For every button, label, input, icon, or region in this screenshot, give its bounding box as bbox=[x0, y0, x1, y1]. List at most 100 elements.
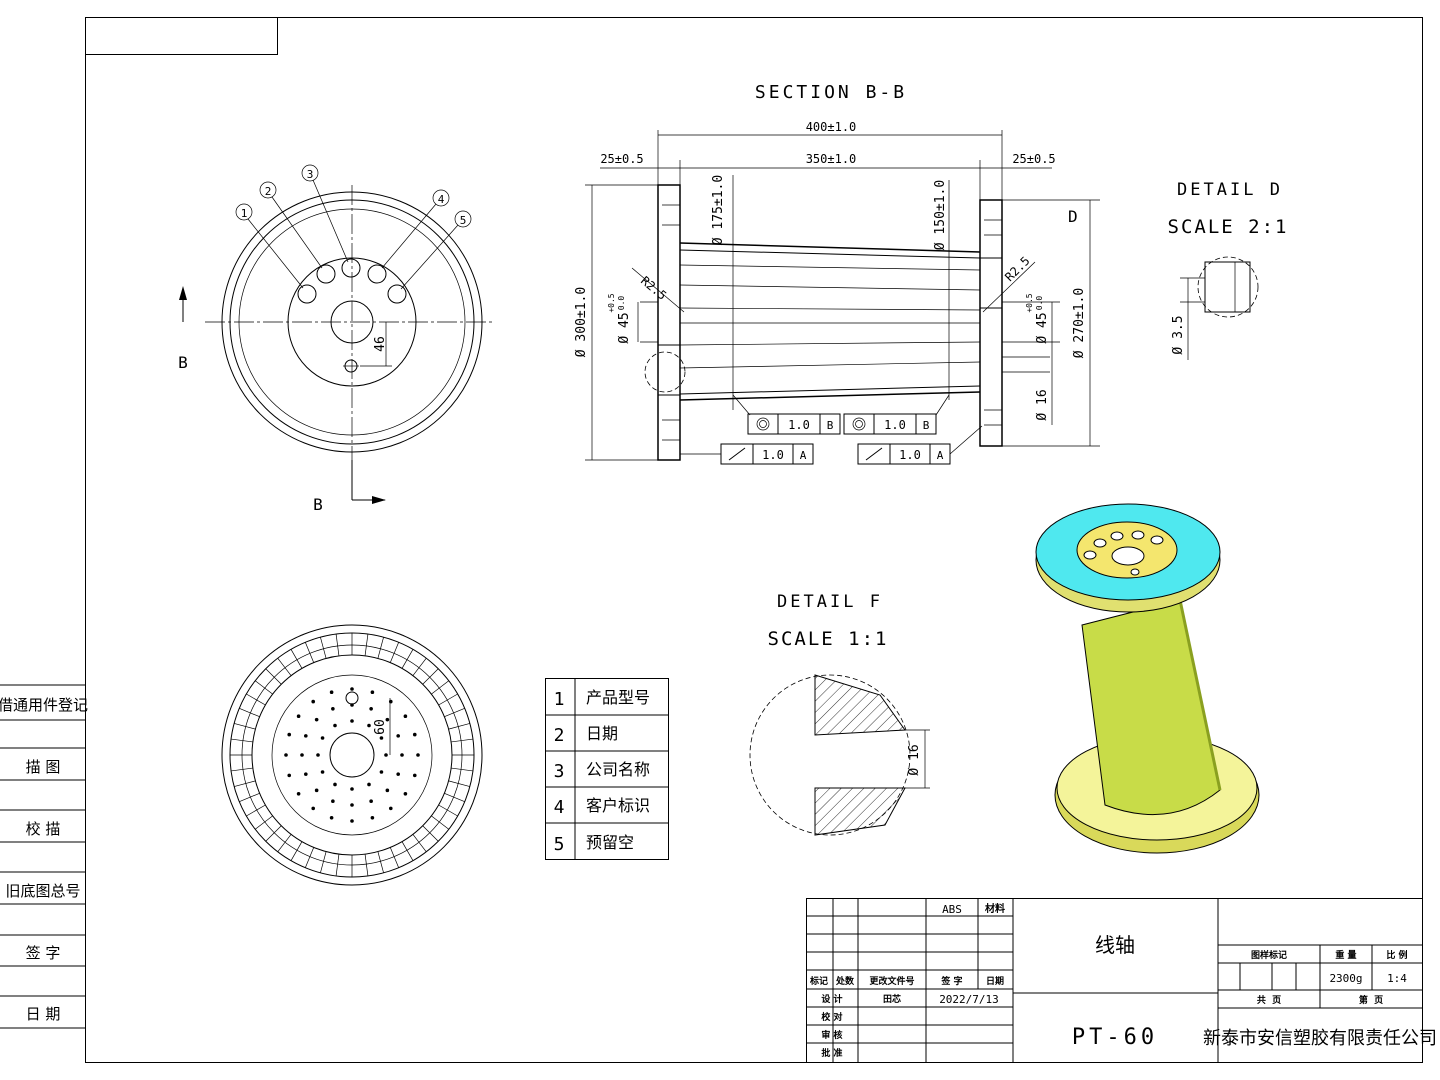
rib bbox=[448, 780, 470, 787]
front-dim-46: 46 bbox=[373, 336, 388, 352]
check-label: 校 对 bbox=[821, 1011, 842, 1023]
header-sign: 签 字 bbox=[940, 975, 962, 987]
vent-hole bbox=[311, 699, 316, 704]
vent-hole bbox=[400, 753, 404, 757]
rib bbox=[389, 847, 400, 868]
detail-f-scale: SCALE 1:1 bbox=[768, 628, 889, 650]
vent-hole bbox=[385, 717, 390, 722]
detail-f-title: DETAIL F bbox=[777, 592, 883, 612]
gdt-value: 1.0 bbox=[762, 448, 784, 462]
dim-dia-175: Ø 175±1.0 bbox=[711, 175, 726, 245]
dim-350: 350±1.0 bbox=[806, 152, 857, 166]
rib bbox=[364, 854, 369, 877]
rib bbox=[412, 657, 427, 676]
gdt-value: 1.0 bbox=[899, 448, 921, 462]
weight-label: 重 量 bbox=[1335, 949, 1356, 961]
gdt-value: 1.0 bbox=[788, 418, 810, 432]
rib bbox=[320, 851, 327, 873]
vent-hole bbox=[314, 788, 319, 793]
vent-hole bbox=[287, 773, 292, 778]
rib bbox=[444, 792, 465, 803]
gdt-datum: A bbox=[800, 449, 807, 462]
vent-hole bbox=[388, 806, 393, 811]
rib bbox=[422, 825, 439, 842]
vent-hole bbox=[329, 815, 334, 820]
title-block: ABS 材料 标记 处数 更改文件号 签 字 日期 设 计 田芯 2022/7/… bbox=[806, 898, 1437, 1063]
approve-label: 批 准 bbox=[821, 1047, 842, 1059]
label-legend-table: 1 产品型号 2 日期 3 公司名称 4 客户标识 5 预留空 bbox=[545, 678, 669, 860]
detail-f-dim: Ø 16 bbox=[907, 744, 922, 775]
section-marker-bottom: B bbox=[313, 495, 323, 514]
gdt-frame-concentricity-2: 1.0 B bbox=[843, 394, 950, 435]
label-hole bbox=[297, 284, 317, 304]
vent-hole bbox=[284, 753, 288, 757]
vent-hole bbox=[412, 773, 417, 778]
gdt-value: 1.0 bbox=[884, 418, 906, 432]
tol-45-right-upper: +0.5 bbox=[1025, 293, 1034, 312]
rib bbox=[290, 649, 303, 669]
spool-3d-model bbox=[1035, 503, 1260, 854]
vent-hole bbox=[296, 714, 301, 719]
rib bbox=[265, 825, 282, 842]
vent-hole bbox=[287, 732, 292, 737]
vent-hole bbox=[304, 734, 308, 738]
company-name: 新泰市安信塑胶有限责任公司 bbox=[1203, 1028, 1437, 1049]
section-marker-left: B bbox=[178, 353, 188, 372]
rib bbox=[444, 707, 465, 718]
header-date: 日期 bbox=[986, 975, 1004, 987]
rib bbox=[304, 847, 315, 868]
header-doc: 更改文件号 bbox=[869, 975, 914, 987]
legend-num: 4 bbox=[554, 797, 565, 818]
vent-hole bbox=[367, 723, 371, 728]
drawing-border bbox=[85, 17, 1423, 1063]
label-hole bbox=[387, 284, 407, 304]
vent-hole bbox=[370, 690, 375, 695]
vent-hole bbox=[367, 782, 371, 787]
side-label-borrow: 借通用件登记 bbox=[0, 696, 88, 714]
rib bbox=[438, 804, 458, 817]
label-hole bbox=[316, 264, 336, 284]
page-number: 第 页 bbox=[1359, 994, 1383, 1006]
side-label-check-trace: 校 描 bbox=[26, 820, 61, 838]
rib bbox=[389, 642, 400, 663]
design-date: 2022/7/13 bbox=[939, 993, 999, 1006]
vent-hole bbox=[333, 782, 337, 787]
balloon-5: 5 bbox=[460, 214, 467, 227]
rib bbox=[254, 680, 273, 695]
vent-hole bbox=[412, 732, 417, 737]
header-count: 处数 bbox=[835, 975, 855, 987]
legend-num: 3 bbox=[554, 761, 565, 782]
side-strip: 借通用件登记 描 图 校 描 旧底图总号 签 字 日 期 bbox=[0, 684, 88, 1029]
dim-dia-150: Ø 150±1.0 bbox=[933, 180, 948, 250]
rib bbox=[239, 792, 260, 803]
rib bbox=[230, 767, 253, 772]
rib bbox=[364, 633, 369, 656]
rib bbox=[246, 804, 266, 817]
rib bbox=[290, 841, 303, 861]
gdt-datum: B bbox=[827, 419, 834, 432]
part-name: 线轴 bbox=[1095, 933, 1135, 957]
detail-f-view: DETAIL F SCALE 1:1 Ø 16 bbox=[749, 592, 930, 836]
rib bbox=[431, 680, 450, 695]
vent-hole bbox=[350, 803, 354, 807]
rib bbox=[451, 738, 474, 743]
vent-hole bbox=[416, 753, 420, 757]
review-label: 审 核 bbox=[821, 1029, 842, 1041]
vent-hole bbox=[296, 791, 301, 796]
gdt-datum: B bbox=[923, 419, 930, 432]
legend-label: 客户标识 bbox=[586, 796, 650, 815]
vent-hole bbox=[350, 687, 354, 691]
side-label-trace: 描 图 bbox=[26, 758, 61, 776]
section-title: SECTION B-B bbox=[755, 82, 907, 103]
top-left-box bbox=[85, 17, 278, 55]
vent-hole bbox=[350, 819, 354, 823]
detail-d-view: DETAIL D SCALE 2:1 Ø 3.5 bbox=[1168, 180, 1286, 360]
vent-hole bbox=[320, 736, 325, 740]
rib bbox=[230, 738, 253, 743]
balloon-leaders bbox=[247, 179, 459, 290]
vent-hole bbox=[304, 772, 308, 776]
gdt-frame-runout-1: 1.0 A bbox=[680, 443, 814, 465]
rib bbox=[234, 723, 256, 730]
rib bbox=[422, 668, 439, 685]
